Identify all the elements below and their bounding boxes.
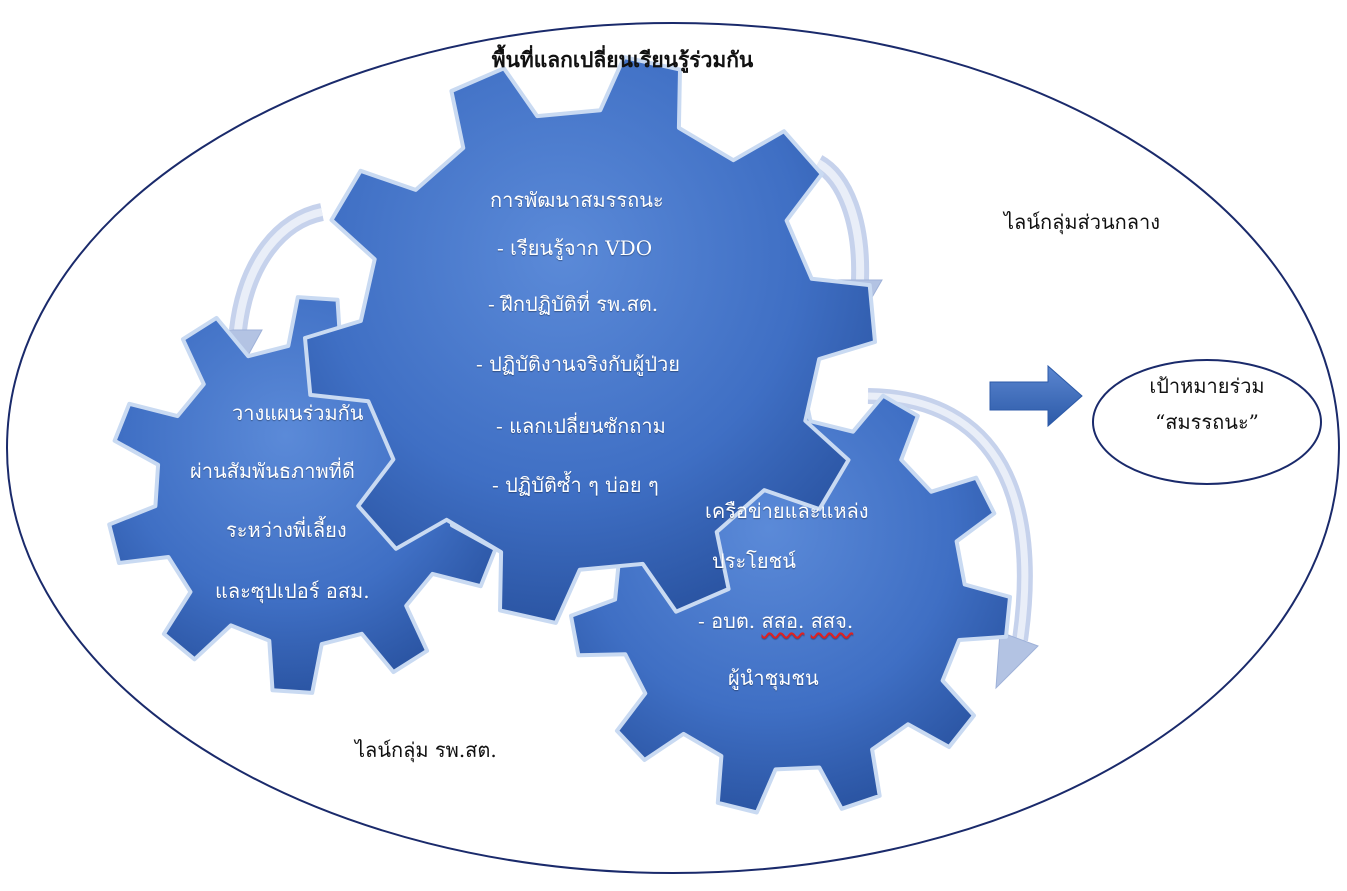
- main-gear-item-3: - ปฏิบัติงานจริงกับผู้ป่วย: [476, 352, 680, 376]
- outer-boundary-ellipse: [6, 22, 1340, 874]
- main-gear-item-4: - แลกเปลี่ยนซักถาม: [496, 414, 666, 438]
- zone-label-central-line-group: ไลน์กลุ่มส่วนกลาง: [1004, 210, 1161, 234]
- network-org-sso: สสอ.: [761, 609, 805, 633]
- main-gear-item-2: - ฝึกปฏิบัติที่ รพ.สต.: [488, 292, 659, 316]
- diagram-title: พื้นที่แลกเปลี่ยนเรียนรู้ร่วมกัน: [491, 47, 754, 72]
- plan-gear-line-2: ผ่านสัมพันธภาพที่ดี: [190, 459, 355, 483]
- network-gear-line-2: ประโยชน์: [712, 549, 796, 573]
- plan-gear-line-4: และซุปเปอร์ อสม.: [215, 579, 370, 603]
- goal-text: เป้าหมายร่วม “สมรรถนะ”: [1093, 360, 1321, 484]
- main-gear-title: การพัฒนาสมรรถนะ: [490, 188, 664, 212]
- gear-main: [303, 55, 877, 625]
- network-gear-leaders: ผู้นำชุมชน: [728, 666, 819, 690]
- plan-gear-line-3: ระหว่างพี่เลี้ยง: [226, 518, 347, 542]
- curved-arrow-right: [867, 388, 1039, 690]
- goal-block-arrow: [989, 364, 1083, 428]
- main-gear-item-5: - ปฏิบัติซ้ำ ๆ บ่อย ๆ: [492, 473, 659, 497]
- network-gear-line-1: เครือข่ายและแหล่ง: [705, 499, 869, 523]
- network-org-ssj: สสจ.: [810, 609, 854, 633]
- main-gear-item-1: - เรียนรู้จาก VDO: [497, 236, 653, 260]
- network-gear-orgs: - อบต. สสอ. สสจ.: [698, 605, 853, 637]
- network-org-prefix: - อบต.: [698, 609, 762, 633]
- zone-label-hospital-line-group: ไลน์กลุ่ม รพ.สต.: [355, 738, 497, 762]
- goal-line-2: “สมรรถนะ”: [1155, 410, 1259, 434]
- goal-ellipse: [1092, 359, 1322, 485]
- goal-line-1: เป้าหมายร่วม: [1149, 374, 1265, 398]
- plan-gear-line-1: วางแผนร่วมกัน: [232, 401, 364, 425]
